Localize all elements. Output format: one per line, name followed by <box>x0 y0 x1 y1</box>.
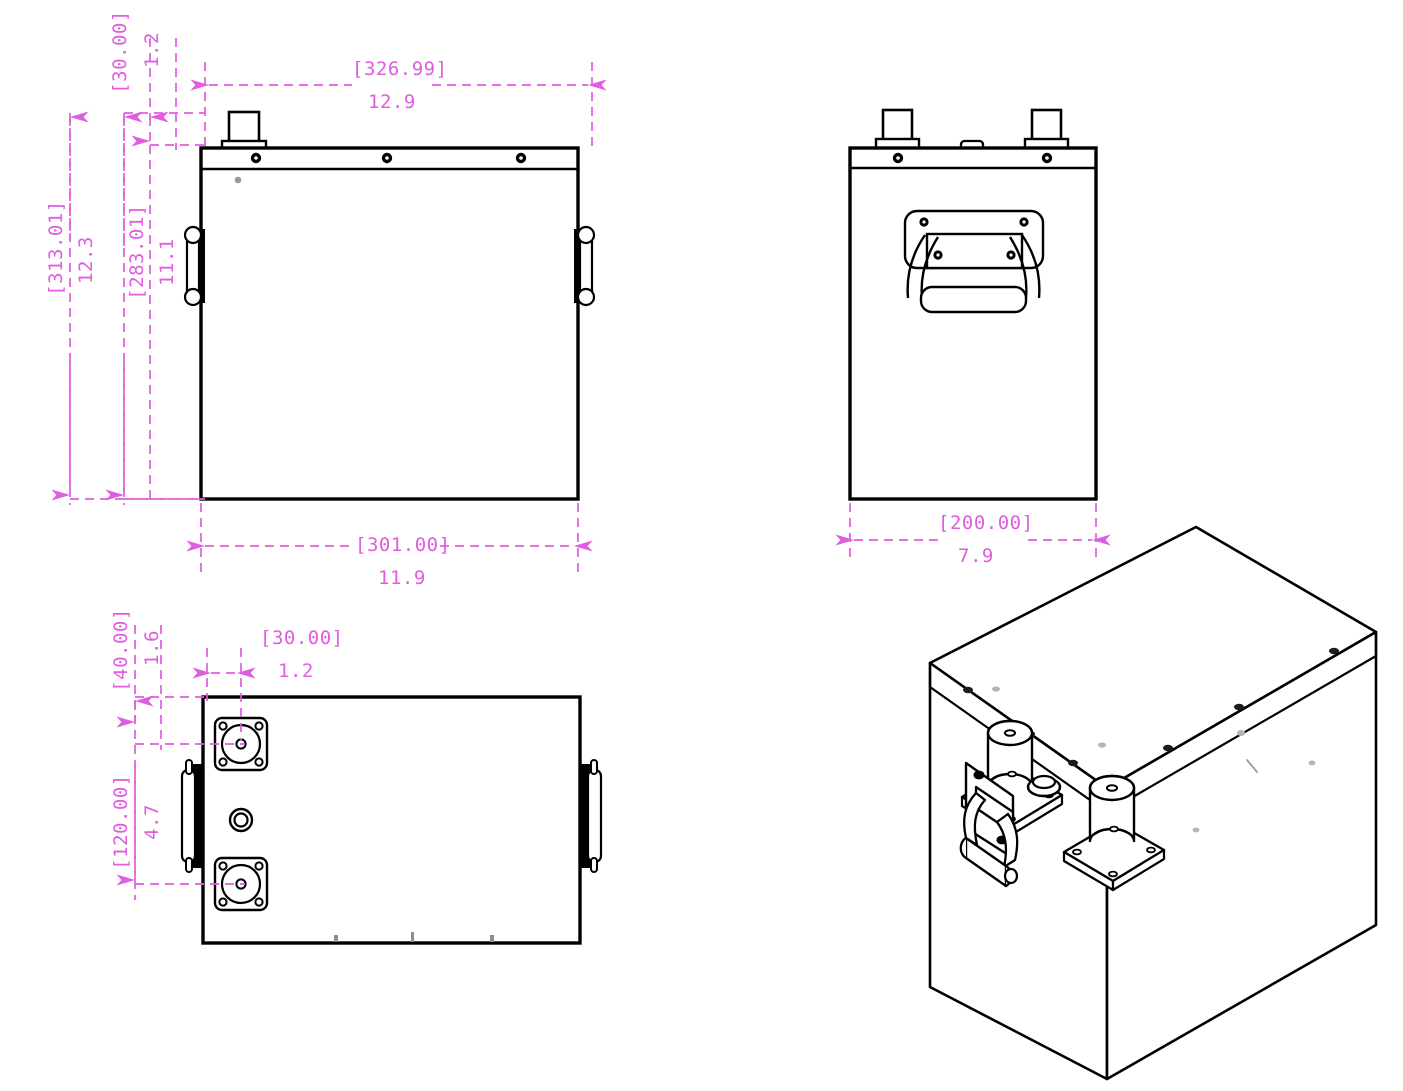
dim-top-terminal-offset-mm: [30.00] <box>260 627 344 649</box>
side-view-dimensions <box>835 503 1111 562</box>
front-body-outline <box>199 146 580 501</box>
dim-top-terminal-pitch-mm: [120.00] <box>110 774 132 870</box>
top-plan-view <box>180 695 603 945</box>
front-terminal-post <box>220 110 268 151</box>
dim-front-height-body-in: 11.1 <box>156 238 178 286</box>
top-vent-port <box>228 807 254 833</box>
front-elevation-view <box>183 110 596 501</box>
iso-carry-handle <box>959 761 1019 888</box>
side-lid-screws <box>892 152 1053 164</box>
iso-terminal-front <box>1062 774 1166 892</box>
top-handle-right <box>581 759 603 873</box>
dim-terminal-height-in: 1.2 <box>141 32 163 68</box>
side-terminal-post-right <box>1023 108 1070 150</box>
dim-front-width-overall-in: 12.9 <box>368 91 416 113</box>
dim-front-width-body-mm: [301.00] <box>355 534 451 556</box>
front-surface-mark <box>234 176 242 184</box>
front-handle-right <box>572 225 596 307</box>
dim-front-height-body-mm: [283.01] <box>126 204 148 300</box>
dim-front-height-overall-mm: [313.01] <box>45 200 67 296</box>
dim-front-width-overall-mm: [326.99] <box>352 58 448 80</box>
iso-scratch-mark <box>1246 759 1258 773</box>
iso-surface-marks <box>992 686 1316 833</box>
front-dimension-labels: [326.99] 12.9 [301.00] 11.9 [313.01] 12.… <box>45 10 451 589</box>
dim-top-edge-offset-mm: [40.00] <box>110 608 132 692</box>
top-dimension-labels: [40.00] 1.6 [120.00] 4.7 [30.00] 1.2 <box>110 608 344 870</box>
dim-terminal-height-mm: [30.00] <box>109 10 131 94</box>
dim-top-terminal-offset-in: 1.2 <box>278 660 314 682</box>
iso-rim-screws <box>963 647 1339 767</box>
top-handle-left <box>180 759 202 873</box>
top-bottom-edge-marks <box>334 932 494 942</box>
iso-right-face <box>1105 630 1378 1081</box>
side-terminal-post-left <box>874 108 921 150</box>
side-elevation-view <box>848 108 1098 501</box>
side-carry-handle <box>903 209 1045 314</box>
dim-front-height-overall-in: 12.3 <box>75 236 97 284</box>
top-view-dimensions <box>116 625 256 900</box>
isometric-view <box>928 525 1378 1081</box>
iso-vent-port <box>1026 774 1062 798</box>
dim-side-depth-mm: [200.00] <box>938 512 1034 534</box>
front-lid-screws <box>250 152 527 164</box>
dim-front-width-body-in: 11.9 <box>378 567 426 589</box>
front-view-dimensions <box>51 38 607 573</box>
front-handle-left <box>183 225 207 307</box>
dim-top-edge-offset-in: 1.6 <box>141 630 163 666</box>
dim-top-terminal-pitch-in: 4.7 <box>141 804 163 840</box>
side-body-outline <box>848 146 1098 501</box>
dim-side-depth-in: 7.9 <box>958 545 994 567</box>
